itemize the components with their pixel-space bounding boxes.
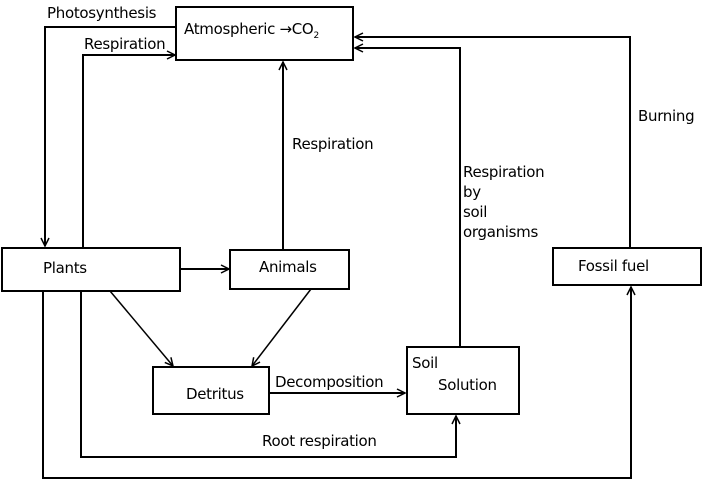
animals-to-detritus-arrow <box>252 288 312 366</box>
plants-label: Plants <box>43 259 87 277</box>
animal-respiration-label: Respiration <box>292 135 374 153</box>
decomposition-label: Decomposition <box>275 373 384 391</box>
soil-respiration-line: soil <box>463 203 488 221</box>
solution-label: Solution <box>438 376 497 394</box>
burning-label: Burning <box>638 107 695 125</box>
fossil-fuel-node: Fossil fuel <box>552 247 702 286</box>
plant-respiration-arrow <box>82 55 175 248</box>
plants-to-detritus-arrow <box>109 290 173 366</box>
soil-respiration-line: by <box>463 183 481 201</box>
plant-respiration-label: Respiration <box>84 35 166 53</box>
soil-solution-node: Soil Solution <box>406 346 520 415</box>
atmosphere-label: Atmospheric →CO2 <box>184 20 319 41</box>
soil-respiration-label: Respiration by soil organisms <box>463 162 545 242</box>
fossil-fuel-label: Fossil fuel <box>578 257 649 275</box>
soil-respiration-line: Respiration <box>463 163 545 181</box>
burning-arrow <box>355 37 631 248</box>
soil-respiration-arrow <box>355 48 461 347</box>
detritus-node: Detritus <box>152 366 270 415</box>
soil-respiration-line: organisms <box>463 223 539 241</box>
plants-to-fossil-arrow <box>42 287 631 479</box>
root-respiration-label: Root respiration <box>262 432 377 450</box>
root-respiration-arrow <box>80 291 456 458</box>
detritus-label: Detritus <box>186 385 244 403</box>
animals-label: Animals <box>259 258 317 276</box>
photosynthesis-label: Photosynthesis <box>47 4 157 22</box>
atmosphere-node: Atmospheric →CO2 <box>175 6 354 61</box>
plants-node: Plants <box>1 247 181 292</box>
animals-node: Animals <box>229 249 350 290</box>
photosynthesis-arrow <box>45 26 176 246</box>
soil-label: Soil <box>412 354 438 372</box>
